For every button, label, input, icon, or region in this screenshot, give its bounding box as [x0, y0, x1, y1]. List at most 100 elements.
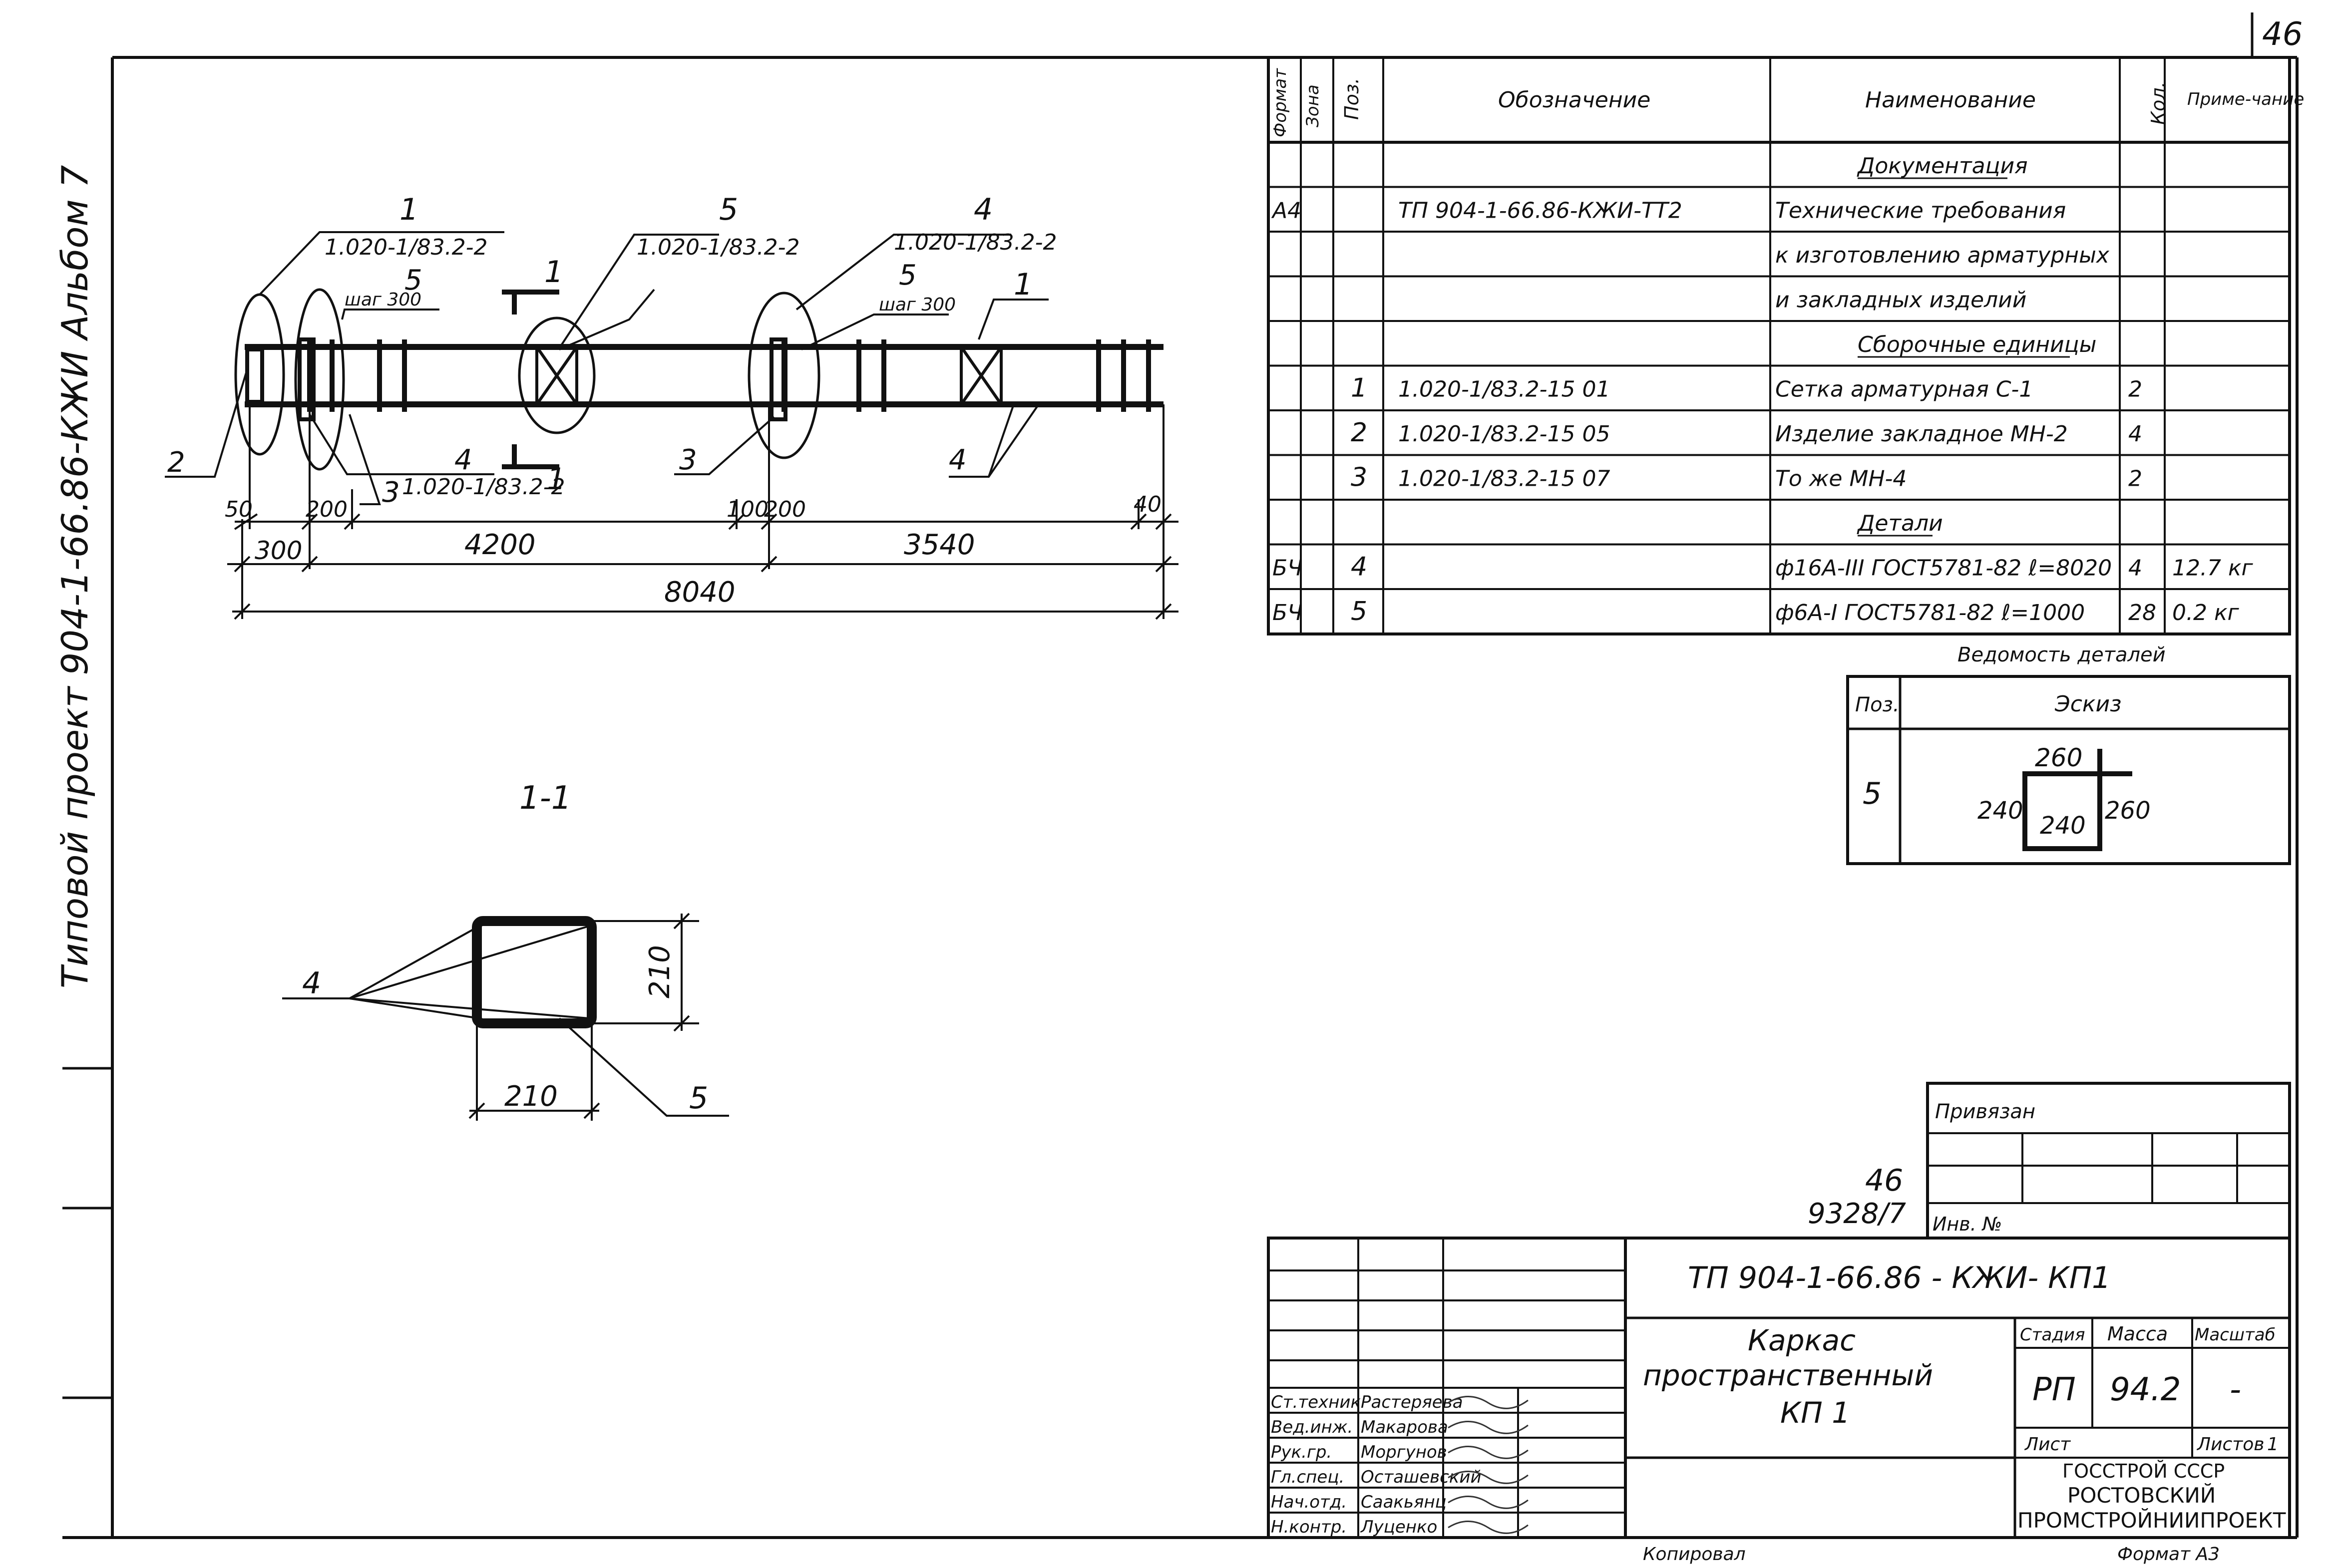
dim-200b: 200 [764, 497, 806, 522]
callout-5b-number: 5 [899, 259, 917, 292]
sheet-ref-code: 9328/7 [1808, 1198, 1906, 1230]
section-mark-top: 1 [544, 255, 563, 290]
privyazan-label: Привязан [1935, 1100, 2035, 1123]
sheets-value: 1 [2267, 1434, 2279, 1455]
callout-5-number: 5 [719, 192, 738, 227]
label-4: 4 [949, 444, 967, 476]
hdr-designation: Обозначение [1498, 87, 1650, 113]
spec-row-format: БЧ [1272, 556, 1302, 581]
hdr-zone: Зона [1303, 84, 1323, 127]
label-2: 2 [167, 446, 185, 479]
staff-role: Н.контр. [1271, 1517, 1347, 1537]
spec-row-qty: 4 [2128, 556, 2142, 581]
dim-40: 40 [1134, 492, 1162, 517]
staff-name: Луценко [1360, 1517, 1437, 1537]
mass-value: 94.2 [2110, 1371, 2181, 1408]
staff-role: Нач.отд. [1271, 1492, 1347, 1512]
spec-row-name: Сетка арматурная С-1 [1775, 377, 2033, 402]
scale-value: - [2230, 1371, 2241, 1408]
callout-4-number: 4 [974, 192, 993, 227]
stage-label: Стадия [2020, 1325, 2085, 1345]
spec-row-pos: 5 [1351, 597, 1367, 627]
section-1-1: 1-1 210 210 4 5 [282, 780, 729, 1121]
title-line-1: Каркас [1748, 1323, 1856, 1357]
section-mark-bottom: 1 [547, 462, 566, 497]
spec-row-name: Изделие закладное МН-2 [1775, 421, 2068, 447]
dim-50: 50 [225, 497, 253, 522]
label-3a: 3 [382, 476, 400, 509]
callout-5-ref: 1.020-1/83.2-2 [637, 235, 800, 260]
spec-row-name: То же МН-4 [1775, 466, 1907, 492]
signature-mark [1448, 1446, 1529, 1459]
callout-1-ref: 1.020-1/83.2-2 [325, 235, 488, 260]
spec-row-name: и закладных изделий [1775, 288, 2026, 313]
staff-name: Осташевский [1361, 1467, 1482, 1487]
details-table: Ведомость деталей Поз. Эскиз 5 260 240 2… [1846, 643, 2291, 865]
staff-name: Растеряева [1361, 1392, 1463, 1412]
spec-row-name: Сборочные единицы [1858, 332, 2096, 357]
callout-4b-ref: 1.020-1/83.2-2 [402, 474, 565, 500]
spec-row-qty: 4 [2128, 421, 2142, 447]
callout-5a-step: шаг 300 [345, 290, 421, 310]
org-line-2: РОСТОВСКИЙ [2067, 1483, 2216, 1508]
details-hdr-sketch: Эскиз [2054, 691, 2121, 717]
spec-row-name: Документация [1857, 153, 2028, 179]
spec-row-name: ф16А-III ГОСТ5781-82 ℓ=8020 [1775, 556, 2112, 581]
doc-code: ТП 904-1-66.86 - КЖИ- КП1 [1688, 1260, 2111, 1295]
dim-200a: 200 [306, 497, 348, 522]
staff-name: Макарова [1361, 1417, 1448, 1437]
details-row-pos: 5 [1863, 776, 1882, 811]
signature-mark [1448, 1471, 1529, 1484]
title-line-2: пространственный [1643, 1358, 1933, 1392]
sheets-label: Листов [2196, 1434, 2264, 1455]
sheet-label: Лист [2024, 1434, 2071, 1455]
staff-role: Гл.спец. [1271, 1467, 1344, 1487]
side-title: Типовой проект 904-1-66.86-КЖИ Альбом 7 [54, 165, 96, 988]
hdr-format: Формат [1270, 68, 1290, 137]
staff-name: Саакьянц [1361, 1492, 1447, 1512]
spec-row-pos: 3 [1351, 463, 1367, 493]
spec-row-format: А4 [1271, 198, 1301, 224]
callout-5b-step: шаг 300 [879, 295, 956, 315]
spec-row-format: БЧ [1272, 600, 1302, 626]
spec-row-name: ф6А-I ГОСТ5781-82 ℓ=1000 [1775, 600, 2085, 626]
section-width: 210 [504, 1080, 558, 1113]
spec-row-qty: 2 [2128, 466, 2142, 492]
format-label: Формат А3 [2117, 1544, 2220, 1565]
title-block: Привязан Инв. № 46 9328/7 [1267, 1082, 2291, 1539]
spec-row-qty: 2 [2128, 377, 2142, 402]
dim-100: 100 [727, 497, 769, 522]
spec-row-name: Детали [1857, 511, 1943, 536]
org-line-1: ГОССТРОЙ СССР [2062, 1460, 2225, 1482]
details-title: Ведомость деталей [1957, 643, 2166, 666]
hdr-qty: Кол. [2147, 81, 2169, 125]
sketch-dim-top: 260 [2035, 743, 2082, 772]
signature-mark [1448, 1421, 1529, 1434]
section-label-5: 5 [689, 1081, 708, 1116]
sketch-dim-right: 260 [2105, 797, 2151, 825]
page-number: 46 [2262, 16, 2303, 53]
spec-row-qty: 28 [2128, 600, 2156, 626]
section-label-4: 4 [302, 966, 321, 1001]
staff-role: Вед.инж. [1271, 1417, 1353, 1437]
dim-8040: 8040 [664, 576, 736, 609]
spec-row-note: 0.2 кг [2172, 600, 2240, 626]
hdr-note: Приме-чание [2187, 89, 2304, 109]
dim-300: 300 [255, 536, 302, 565]
spec-row-name: к изготовлению арматурных [1775, 243, 2110, 268]
hdr-pos: Поз. [1341, 78, 1363, 120]
sketch-dim-bottom: 240 [2040, 812, 2086, 840]
details-hdr-pos: Поз. [1855, 693, 1900, 716]
title-line-3: КП 1 [1780, 1396, 1850, 1430]
dim-3540: 3540 [904, 529, 975, 561]
hdr-name: Наименование [1865, 87, 2036, 113]
label-1: 1 [1014, 267, 1033, 302]
callout-4-ref: 1.020-1/83.2-2 [894, 230, 1057, 255]
staff-name: Моргунов [1361, 1442, 1447, 1462]
signature-mark [1448, 1396, 1529, 1409]
signature-mark [1448, 1496, 1529, 1509]
section-title: 1-1 [519, 780, 572, 817]
spec-row-pos: 4 [1351, 552, 1367, 582]
